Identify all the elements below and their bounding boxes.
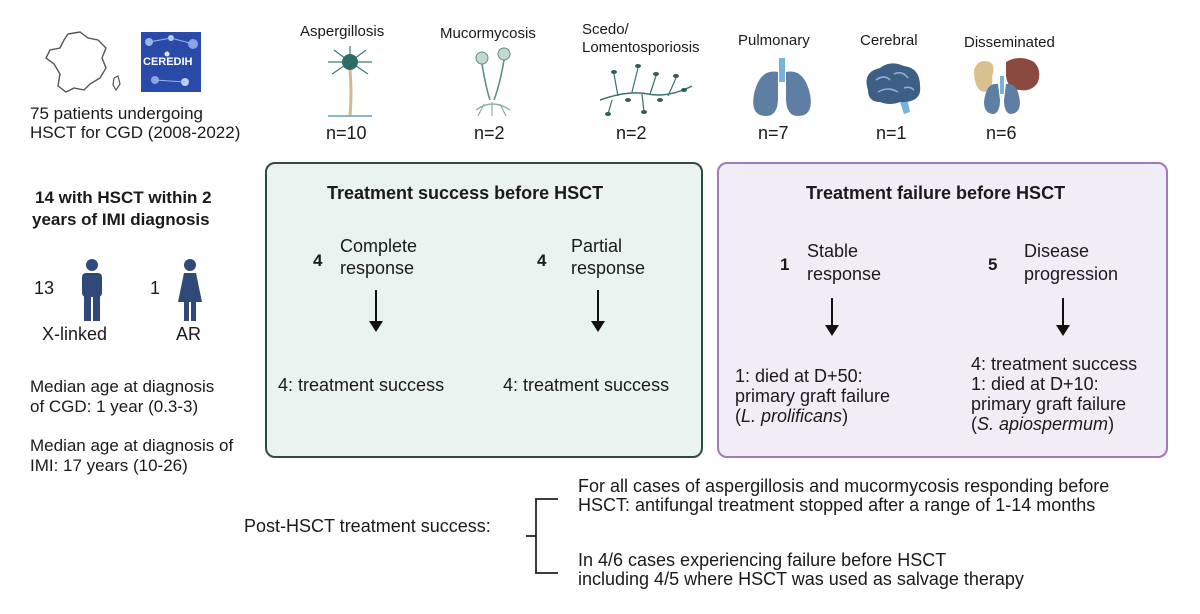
label-disseminated: Disseminated bbox=[964, 34, 1055, 51]
failure-stable-out2: primary graft failure bbox=[735, 386, 891, 406]
failure-stable-line1: Stable bbox=[807, 241, 859, 261]
n-aspergillosis: n=10 bbox=[326, 123, 367, 143]
success-partial-count: 4 bbox=[537, 251, 547, 270]
cohort-text-line1: 75 patients undergoing bbox=[30, 104, 203, 123]
failure-progression-line1: Disease bbox=[1024, 241, 1090, 261]
success-partial-line1: Partial bbox=[571, 236, 623, 256]
label-mucormycosis: Mucormycosis bbox=[440, 25, 536, 42]
female-person-icon bbox=[176, 258, 204, 322]
failure-stable-out1: 1: died at D+50: bbox=[735, 366, 863, 386]
failure-stable-out3-open: ( bbox=[735, 406, 741, 426]
ceredih-logo-text: CEREDIH bbox=[143, 56, 193, 68]
success-complete-outcome: 4: treatment success bbox=[278, 375, 445, 395]
success-box-title: Treatment success before HSCT bbox=[327, 183, 604, 203]
male-person-icon bbox=[78, 258, 106, 322]
failure-stable-pathogen: L. prolificans bbox=[741, 406, 843, 426]
label-aspergillosis: Aspergillosis bbox=[300, 23, 385, 40]
failure-stable-arrow bbox=[825, 298, 839, 336]
n-disseminated: n=6 bbox=[986, 123, 1017, 143]
cohort-text-line2: HSCT for CGD (2008-2022) bbox=[30, 123, 241, 142]
female-count: 1 bbox=[150, 278, 161, 298]
n-pulmonary: n=7 bbox=[758, 123, 789, 143]
failure-stable-out3: (L. prolificans) bbox=[735, 406, 848, 427]
success-complete-arrow bbox=[369, 290, 383, 332]
subset-heading-line2: years of IMI diagnosis bbox=[32, 210, 210, 229]
failure-progression-pathogen: S. apiospermum bbox=[977, 414, 1109, 434]
success-partial-line2: response bbox=[571, 258, 646, 278]
post-hsct-bracket bbox=[524, 497, 564, 575]
male-count: 13 bbox=[34, 278, 55, 298]
failure-stable-line2: response bbox=[807, 264, 882, 284]
lungs-icon bbox=[750, 58, 814, 120]
n-scedo: n=2 bbox=[616, 123, 647, 143]
scedosporium-icon bbox=[598, 60, 694, 116]
label-pulmonary: Pulmonary bbox=[738, 32, 810, 49]
failure-stable-out3-close: ) bbox=[842, 406, 849, 426]
success-complete-line2: response bbox=[340, 258, 415, 278]
post-item1-line2: HSCT: antifungal treatment stopped after… bbox=[578, 495, 1096, 515]
label-scedo-line2: Lomentosporiosis bbox=[582, 39, 700, 56]
subset-heading-line1: 14 with HSCT within 2 bbox=[35, 188, 212, 207]
brain-icon bbox=[860, 60, 924, 118]
failure-progression-out2: 1: died at D+10: bbox=[971, 374, 1099, 394]
failure-progression-out4: (S. apiospermum) bbox=[971, 414, 1114, 435]
median-cgd-line1: Median age at diagnosis bbox=[30, 377, 215, 396]
n-cerebral: n=1 bbox=[876, 123, 907, 143]
post-item1-line1: For all cases of aspergillosis and mucor… bbox=[578, 476, 1110, 496]
failure-box-title: Treatment failure before HSCT bbox=[806, 183, 1066, 203]
median-imi-line1: Median age at diagnosis of bbox=[30, 436, 234, 455]
success-partial-outcome: 4: treatment success bbox=[503, 375, 670, 395]
failure-progression-line2: progression bbox=[1024, 264, 1119, 284]
treatment-success-box bbox=[265, 162, 703, 458]
mucor-icon bbox=[466, 44, 522, 118]
failure-progression-arrow bbox=[1056, 298, 1070, 336]
post-item2-line2: including 4/5 where HSCT was used as sal… bbox=[578, 569, 1024, 589]
label-scedo-line1: Scedo/ bbox=[582, 21, 629, 38]
male-label: X-linked bbox=[42, 324, 108, 344]
success-complete-count: 4 bbox=[313, 251, 323, 270]
post-hsct-label: Post-HSCT treatment success: bbox=[244, 516, 491, 536]
france-map-icon bbox=[40, 28, 125, 98]
success-complete-line1: Complete bbox=[340, 236, 418, 256]
failure-progression-out4-open: ( bbox=[971, 414, 977, 434]
female-label: AR bbox=[176, 324, 202, 344]
median-cgd-line2: of CGD: 1 year (0.3-3) bbox=[30, 397, 199, 416]
median-imi-line2: IMI: 17 years (10-26) bbox=[30, 456, 188, 475]
failure-progression-out3: primary graft failure bbox=[971, 394, 1127, 414]
label-cerebral: Cerebral bbox=[860, 32, 918, 49]
failure-progression-out4-close: ) bbox=[1108, 414, 1115, 434]
n-mucormycosis: n=2 bbox=[474, 123, 505, 143]
treatment-failure-box bbox=[717, 162, 1168, 458]
failure-stable-count: 1 bbox=[780, 255, 790, 274]
post-item2-line1: In 4/6 cases experiencing failure before… bbox=[578, 550, 947, 570]
failure-progression-count: 5 bbox=[988, 255, 998, 274]
aspergillus-icon bbox=[322, 44, 378, 118]
ceredih-logo: CEREDIH bbox=[141, 32, 201, 92]
failure-progression-out1: 4: treatment success bbox=[971, 354, 1138, 374]
disseminated-icon bbox=[970, 56, 1042, 116]
success-partial-arrow bbox=[591, 290, 605, 332]
